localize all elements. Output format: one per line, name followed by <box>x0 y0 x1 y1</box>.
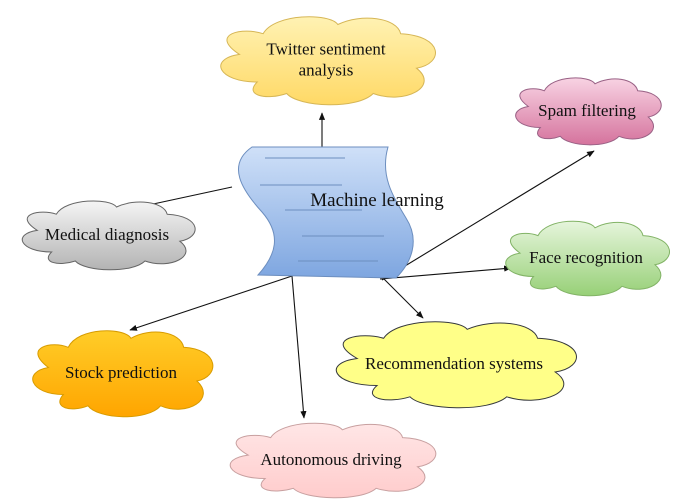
edge-to-face <box>379 265 512 280</box>
cloud-node-medical[interactable]: Medical diagnosis <box>21 200 196 271</box>
central-node-machine-learning[interactable]: Machine learning <box>238 146 444 279</box>
cloud-node-stock[interactable]: Stock prediction <box>32 330 214 418</box>
edge-to-spam <box>381 150 595 281</box>
cloud-node-twitter[interactable]: Twitter sentiment analysis <box>220 16 436 106</box>
cloud-label-autonomous: Autonomous driving <box>260 450 402 469</box>
cloud-node-autonomous[interactable]: Autonomous driving <box>229 422 437 499</box>
central-text-lines <box>260 157 384 262</box>
cloud-node-recommendation[interactable]: Recommendation systems <box>335 321 577 409</box>
cloud-node-spam[interactable]: Spam filtering <box>515 77 662 146</box>
cloud-shape-autonomous <box>229 422 437 499</box>
cloud-label-face: Face recognition <box>529 248 643 267</box>
central-tape-shape <box>238 146 414 279</box>
cloud-shape-recommendation <box>335 321 577 409</box>
cloud-label-stock: Stock prediction <box>65 363 177 382</box>
edge-to-recommendation <box>383 278 424 319</box>
edge-to-autonomous <box>291 275 307 419</box>
cloud-shape-spam <box>515 77 662 146</box>
cloud-shape-stock <box>32 330 214 418</box>
cloud-label-twitter-line-1: Twitter sentiment <box>266 40 385 59</box>
cloud-shape-face <box>505 220 670 297</box>
edge-to-stock <box>129 275 293 331</box>
cloud-label-twitter-line-2: analysis <box>299 61 354 80</box>
connector-edges <box>129 112 595 419</box>
cloud-label-recommendation: Recommendation systems <box>365 354 543 373</box>
cloud-node-face[interactable]: Face recognition <box>505 220 670 297</box>
cloud-label-medical: Medical diagnosis <box>45 225 169 244</box>
cloud-label-spam: Spam filtering <box>538 101 636 120</box>
central-label: Machine learning <box>310 190 444 211</box>
cloud-shape-medical <box>21 200 196 271</box>
cloud-shape-twitter <box>220 16 436 106</box>
